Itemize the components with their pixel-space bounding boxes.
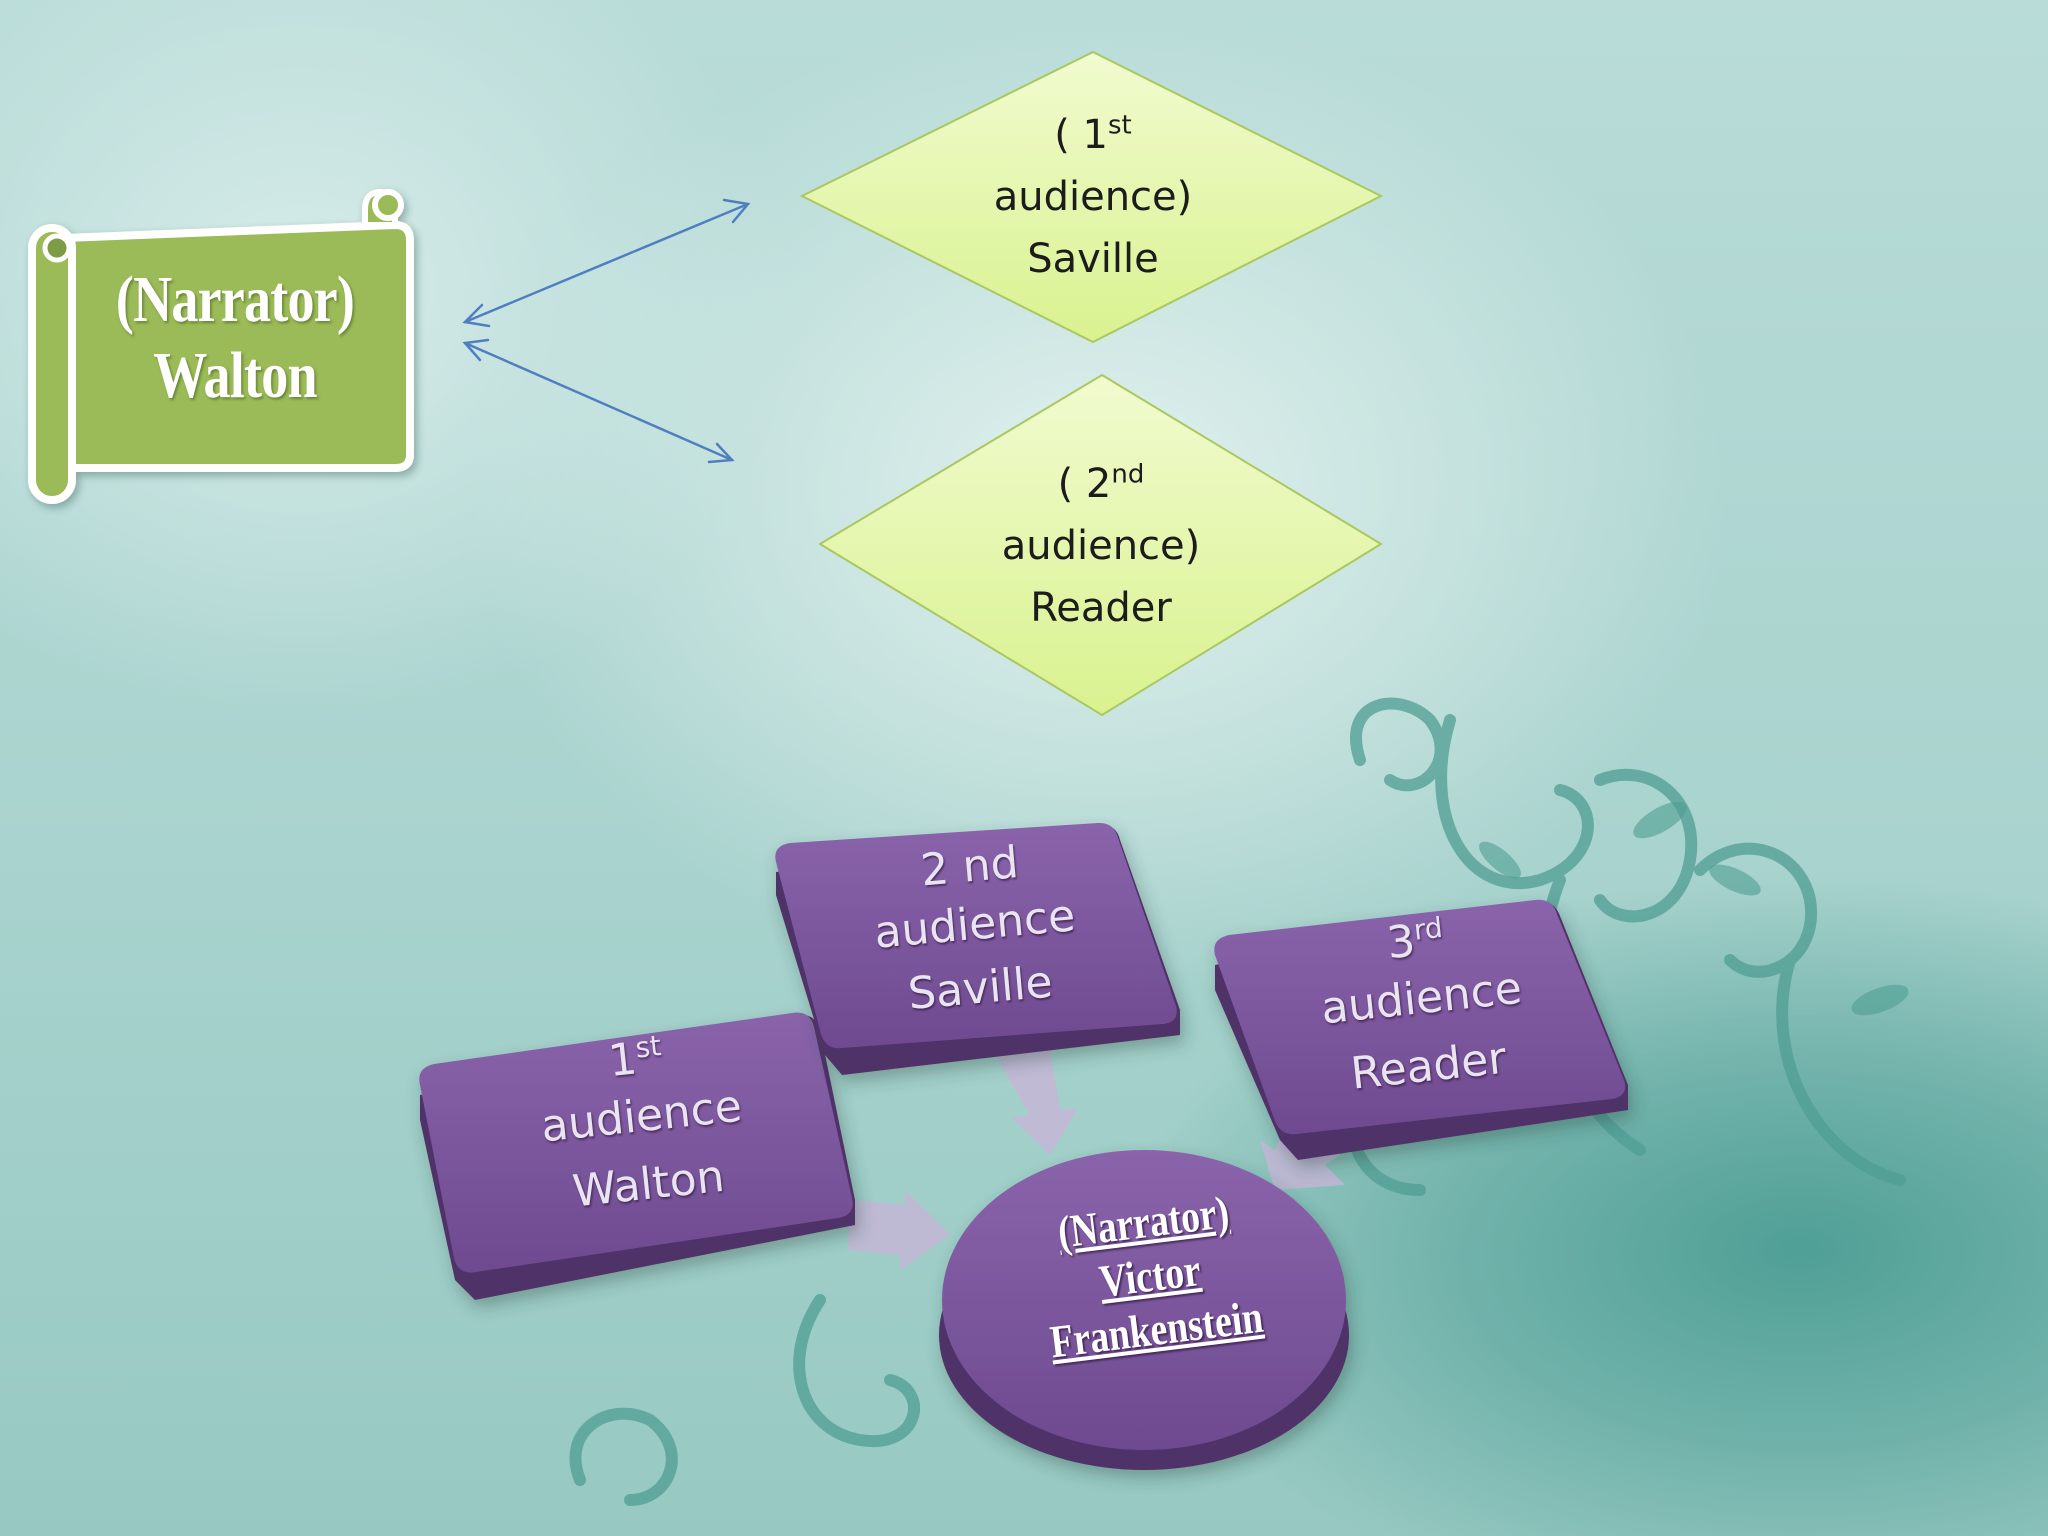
arrow-head-right-lower <box>707 442 735 464</box>
saville-name: Saville <box>1027 236 1159 282</box>
diamond-second-audience-text: ( 2nd audience) Reader <box>951 453 1251 639</box>
box-third-audience-text: 3rd audience Reader <box>1253 896 1590 1112</box>
box-first-audience <box>419 1012 855 1300</box>
second-audience-number: ( 2 <box>1057 461 1112 507</box>
second-audience-ordinal: nd <box>1111 459 1145 490</box>
first-audience-number: ( 1 <box>1054 112 1109 158</box>
reader-name: Reader <box>1030 585 1172 631</box>
circle-narrator-victor-text: (Narrator) Victor Frankenstein <box>1006 1179 1294 1373</box>
circle-narrator-victor <box>939 1150 1349 1470</box>
arrow-head-left-upper <box>462 303 491 328</box>
walton-name: Walton <box>153 339 317 412</box>
arrow-second-to-center <box>995 1050 1078 1155</box>
arrow-head-right-upper <box>722 198 751 224</box>
diamond-first-audience-text: ( 1st audience) Saville <box>943 104 1243 290</box>
diamond-second-audience <box>818 373 1383 717</box>
diamond-first-audience <box>799 50 1384 344</box>
first-audience-ordinal: st <box>1108 110 1132 141</box>
first-audience-label: audience) <box>993 174 1193 220</box>
second-audience-label: audience) <box>1001 523 1201 569</box>
arrow-walton-reader <box>463 341 734 462</box>
arrow-head-left-lower <box>462 338 490 362</box>
first-box-ordinal: st <box>633 1029 663 1065</box>
third-box-ordinal: rd <box>1412 910 1445 947</box>
box-second-audience-text: 2 nd audience Saville <box>808 824 1142 1031</box>
arrow-first-to-center <box>848 1190 950 1270</box>
box-second-audience <box>775 822 1180 1075</box>
arrow-walton-saville <box>463 202 750 324</box>
box-third-audience <box>1214 899 1628 1160</box>
box-first-audience-text: 1st audience Walton <box>463 1013 820 1232</box>
narrator-walton-label: (Narrator) Walton <box>100 262 371 414</box>
narrator-label: (Narrator) <box>115 263 355 336</box>
